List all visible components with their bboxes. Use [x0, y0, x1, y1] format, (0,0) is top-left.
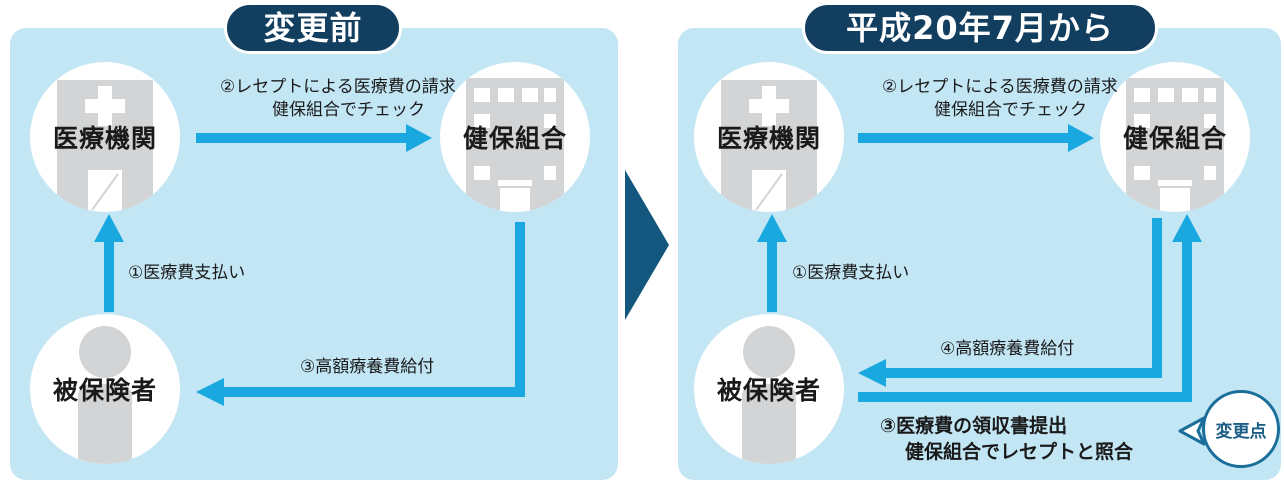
after-step2-text-line1: ②レセプトによる医療費の請求: [882, 77, 1118, 97]
after-insurer-label: 健保組合: [1122, 124, 1227, 153]
office-building-icon: [1126, 78, 1224, 212]
person-icon: [78, 326, 132, 464]
after-insured-node: 被保険者: [694, 314, 844, 464]
change-point-badge: 変更点: [1202, 390, 1280, 468]
before-medical-institution-label: 医療機関: [52, 124, 157, 153]
after-title: 平成20年7月から: [802, 2, 1158, 54]
before-insured-label: 被保険者: [52, 376, 157, 405]
before-step1-arrow: [94, 214, 124, 312]
before-step3-arrow: [196, 222, 525, 406]
transition-chevron-icon: [625, 170, 671, 324]
before-step3-text: ③高額療養費給付: [300, 357, 435, 377]
after-step3-text-line2: 健保組合でレセプトと照合: [905, 441, 1134, 463]
before-insurer-node: 健保組合: [440, 62, 590, 212]
after-step4-text: ④高額療養費給付: [940, 339, 1075, 359]
hospital-icon: [721, 80, 817, 212]
before-insured-node: 被保険者: [30, 314, 180, 464]
after-insured-label: 被保険者: [716, 376, 821, 405]
before-step2-text-line2: 健保組合でチェック: [272, 100, 425, 120]
after-step3-arrow: [858, 214, 1202, 402]
before-step1-text: ①医療費支払い: [128, 263, 246, 283]
before-title: 変更前: [224, 2, 402, 54]
before-step2-arrow: [196, 124, 432, 152]
after-step1-arrow: [757, 214, 787, 312]
after-step4-arrow: [858, 218, 1162, 387]
after-medical-institution-node: 医療機関: [694, 62, 844, 212]
after-insurer-node: 健保組合: [1100, 62, 1250, 212]
person-icon: [742, 326, 796, 464]
after-step3-text-line1: ③医療費の領収書提出: [880, 415, 1068, 437]
before-medical-institution-node: 医療機関: [30, 62, 180, 212]
after-step2-text-line2: 健保組合でチェック: [934, 100, 1087, 120]
after-medical-institution-label: 医療機関: [716, 124, 821, 153]
before-insurer-label: 健保組合: [462, 124, 567, 153]
hospital-icon: [57, 80, 153, 212]
after-step1-text: ①医療費支払い: [792, 263, 910, 283]
office-building-icon: [466, 78, 564, 212]
after-step2-arrow: [858, 124, 1094, 152]
before-step2-text-line1: ②レセプトによる医療費の請求: [220, 77, 456, 97]
